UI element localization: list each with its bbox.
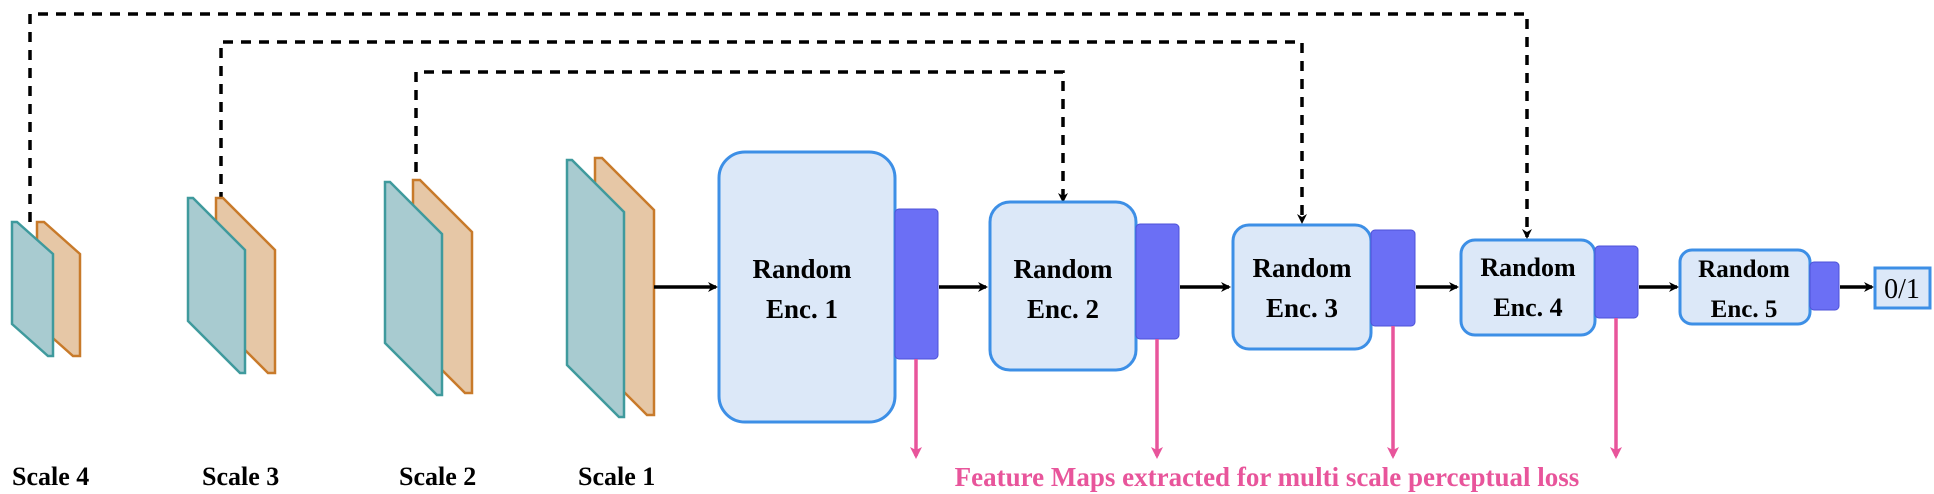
encoder-2-box: [988, 200, 1138, 372]
scale-2-slices: [383, 178, 474, 397]
output-box: 0/1: [1873, 266, 1932, 310]
encoder-2-label-line1: Random: [1013, 254, 1113, 284]
encoder-2: Random Enc. 2: [988, 200, 1180, 372]
encoder-4-feature-block: [1594, 245, 1639, 319]
encoder-4-label-line1: Random: [1480, 253, 1576, 282]
encoder-3-feature-block: [1370, 229, 1416, 327]
encoder-1-box: [717, 150, 897, 424]
scale-4-label: Scale 4: [12, 462, 89, 491]
encoder-3-label-line2: Enc. 3: [1266, 293, 1338, 323]
encoder-3: Random Enc. 3: [1231, 223, 1416, 351]
encoder-3-box: [1231, 223, 1373, 351]
encoder-5-label-line2: Enc. 5: [1711, 296, 1778, 323]
scale-3-label: Scale 3: [202, 462, 279, 491]
encoder-5-label-line1: Random: [1698, 256, 1790, 283]
output-label: 0/1: [1884, 274, 1920, 305]
encoder-1: Random Enc. 1: [717, 150, 939, 424]
output-box-border: [1873, 266, 1932, 310]
skip-connection-scale2-enc2: [414, 70, 1068, 203]
encoder-1-label-line2: Enc. 1: [766, 294, 838, 324]
encoder-3-label-line1: Random: [1252, 253, 1352, 283]
encoder-4: Random Enc. 4: [1459, 238, 1639, 337]
scale-3-slices: [186, 196, 277, 375]
encoder-1-feature-block: [894, 208, 939, 360]
feature-extraction-arrows: [910, 318, 1622, 459]
encoder-2-label-line2: Enc. 2: [1027, 294, 1099, 324]
scale-4-slice-teal: [10, 220, 55, 358]
scale-1-slice-teal: [565, 158, 626, 419]
scale-3-slice-teal: [186, 196, 247, 375]
scale-2-label: Scale 2: [399, 462, 476, 491]
scale-1-label: Scale 1: [578, 462, 655, 491]
skip-connections: [28, 12, 1532, 239]
encoder-1-label-line1: Random: [752, 254, 852, 284]
scale-1-slices: [565, 156, 656, 419]
skip-connection-scale4-enc4: [28, 12, 1532, 239]
scale-4-slices: [10, 220, 82, 358]
feature-maps-caption: Feature Maps extracted for multi scale p…: [955, 462, 1580, 492]
scale-2-slice-teal: [383, 180, 444, 397]
encoder-2-feature-block: [1135, 223, 1180, 340]
encoder-5: Random Enc. 5: [1678, 248, 1840, 326]
encoder-4-label-line2: Enc. 4: [1493, 293, 1562, 322]
encoder-5-feature-block: [1809, 261, 1840, 311]
